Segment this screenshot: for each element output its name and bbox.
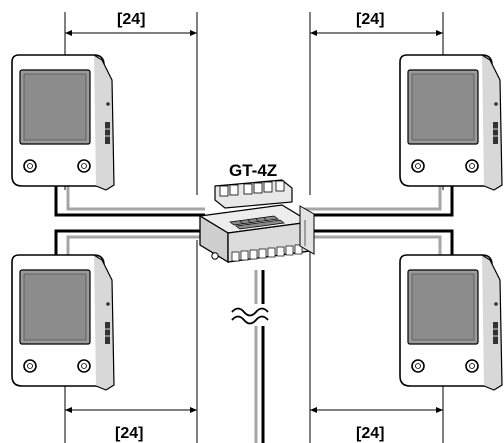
wire-upper-right-black bbox=[300, 175, 454, 217]
monitor-bottom-right bbox=[399, 254, 503, 391]
wire-upper-left-black bbox=[54, 175, 205, 217]
lower-terminals bbox=[231, 244, 303, 262]
monitor-bottom-left bbox=[11, 254, 115, 391]
device-label-gt-4z: GT-4Z bbox=[229, 161, 277, 180]
wire-lower-left-black bbox=[54, 229, 205, 265]
dimension-label-top-right: [24] bbox=[356, 11, 384, 28]
dimension-label-bottom-left: [24] bbox=[115, 425, 143, 442]
wires bbox=[54, 175, 454, 443]
monitor-top-right bbox=[399, 54, 503, 191]
dimension-arrowheads bbox=[65, 30, 443, 413]
dimension-label-bottom-right: [24] bbox=[356, 425, 384, 442]
gt-4z-unit bbox=[198, 179, 315, 264]
monitor-top-left bbox=[11, 54, 115, 191]
wire-lower-right-black bbox=[300, 229, 454, 265]
wire-break-symbol bbox=[228, 304, 280, 326]
dimension-label-top-left: [24] bbox=[117, 11, 145, 28]
upper-terminals bbox=[219, 180, 285, 197]
mounting-screw bbox=[211, 252, 219, 260]
